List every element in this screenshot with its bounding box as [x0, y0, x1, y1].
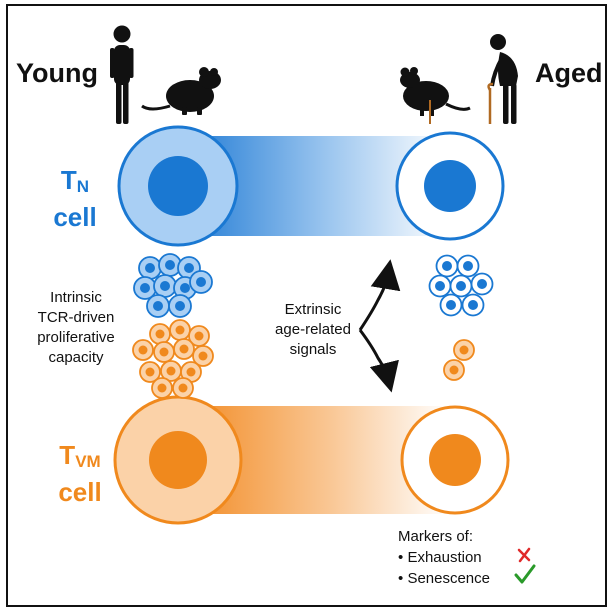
- tvm-cell-word: cell: [58, 477, 102, 507]
- tn-subscript: N: [76, 177, 90, 196]
- extrinsic-line: signals: [289, 341, 337, 358]
- extrinsic-signal-arrows: [358, 259, 401, 393]
- aged-tvm-cell: [400, 405, 510, 515]
- intrinsic-line: Intrinsic: [50, 289, 102, 306]
- young-tvm-cell: [113, 395, 243, 525]
- tvm-main-text: T: [59, 440, 76, 470]
- aged-person-icon: [487, 34, 518, 124]
- marker-item-exhaustion: • Exhaustion: [398, 547, 490, 568]
- markers-legend: Markers of: • Exhaustion • Senescence: [398, 526, 490, 589]
- bullet: •: [398, 549, 404, 566]
- intrinsic-note: Intrinsic TCR-driven proliferative capac…: [20, 288, 132, 368]
- young-tn-proliferation-cluster: [133, 253, 213, 318]
- marker-label: Exhaustion: [407, 549, 482, 566]
- intrinsic-line: proliferative: [37, 329, 115, 346]
- young-label: Young: [16, 58, 98, 88]
- tvm-subscript: VM: [75, 452, 101, 471]
- young-tn-cell: [117, 125, 239, 247]
- tn-band: [180, 136, 450, 236]
- tn-cell-label: TN cell: [40, 165, 110, 232]
- intrinsic-line: TCR-driven: [37, 309, 115, 326]
- young-tvm-proliferation-cluster: [132, 319, 214, 399]
- tn-cell-word: cell: [53, 202, 97, 232]
- markers-heading: Markers of:: [398, 528, 474, 545]
- marker-label: Senescence: [407, 570, 490, 587]
- extrinsic-note: Extrinsic age-related signals: [258, 300, 368, 360]
- marker-item-senescence: • Senescence: [398, 568, 490, 589]
- cross-icon: [517, 547, 531, 563]
- aged-tvm-proliferation-cluster: [443, 339, 475, 381]
- young-mouse-icon: [141, 67, 221, 115]
- extrinsic-line: age-related: [275, 321, 351, 338]
- tvm-cell-label: TVM cell: [40, 440, 120, 507]
- aged-tn-cell: [395, 131, 505, 241]
- aged-mouse-icon: [400, 67, 471, 124]
- bullet: •: [398, 570, 404, 587]
- tvm-band: [180, 406, 450, 514]
- intrinsic-line: capacity: [48, 349, 104, 366]
- young-person-icon: [110, 25, 134, 124]
- extrinsic-line: Extrinsic: [284, 301, 342, 318]
- tn-main-text: T: [60, 165, 77, 195]
- check-icon: [514, 564, 536, 584]
- aged-tn-proliferation-cluster: [428, 254, 494, 317]
- aged-label: Aged: [535, 58, 603, 88]
